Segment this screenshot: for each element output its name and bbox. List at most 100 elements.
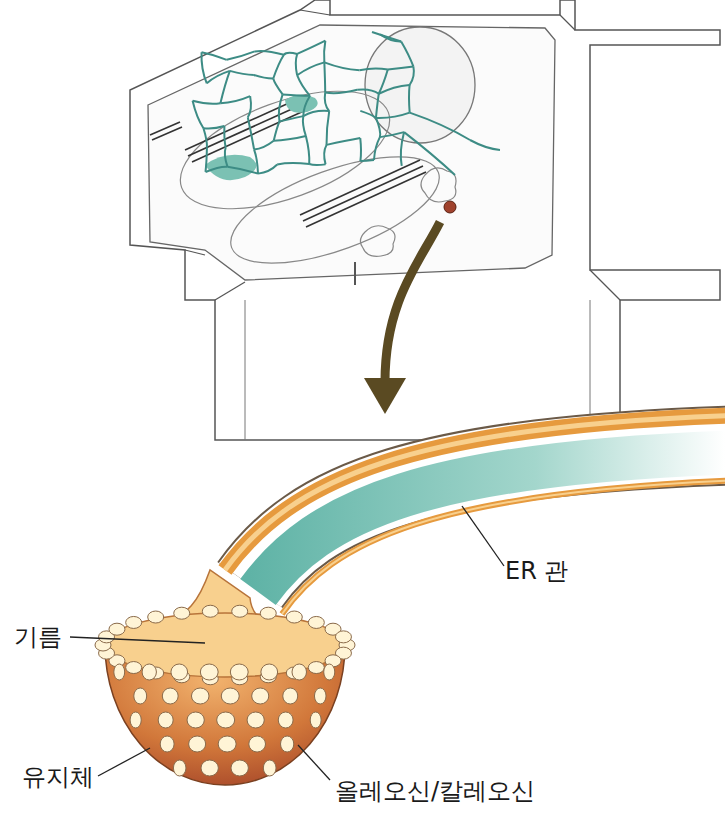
- er-strand: [410, 113, 470, 140]
- er-strand: [360, 160, 374, 161]
- er-strand: [376, 94, 379, 118]
- er-strand: [303, 111, 329, 116]
- protein: [201, 760, 218, 776]
- er-strand: [279, 116, 303, 121]
- protein: [173, 760, 186, 776]
- protein: [252, 688, 269, 704]
- art-line: [300, 160, 420, 215]
- protein: [231, 760, 248, 776]
- er-strand: [283, 94, 310, 95]
- er-lumen: [258, 452, 725, 592]
- er-strand: [360, 111, 376, 118]
- er-strand: [410, 66, 414, 85]
- er-strand: [408, 85, 411, 113]
- er-strand: [205, 147, 206, 171]
- er-strand: [376, 113, 410, 118]
- er-strand: [227, 51, 255, 59]
- protein: [218, 736, 236, 752]
- protein: [263, 760, 276, 776]
- leader-line: [298, 745, 330, 780]
- cell-membrane: [148, 25, 555, 280]
- er-strand: [324, 41, 325, 63]
- er-strand: [193, 101, 221, 104]
- er-strand: [376, 118, 380, 137]
- wall-edge: [245, 300, 246, 440]
- zoom-arrow: [385, 222, 440, 382]
- er-strand: [297, 75, 310, 96]
- protein: [249, 736, 266, 752]
- er-strand: [228, 167, 258, 174]
- er-strand: [203, 128, 206, 147]
- er-strand: [401, 132, 404, 166]
- protein: [191, 688, 209, 704]
- er-strand: [254, 75, 273, 79]
- er-network: [193, 32, 500, 175]
- proteins: [95, 605, 355, 776]
- er-membrane-inner: [282, 480, 725, 614]
- wall-edge: [590, 270, 620, 300]
- art-line: [188, 104, 303, 156]
- leader-line: [462, 506, 504, 566]
- er-strand: [374, 137, 380, 160]
- er-strand: [296, 54, 297, 75]
- er-strand: [309, 163, 325, 166]
- er-strand: [297, 41, 325, 54]
- protein: [283, 688, 298, 704]
- er-strand: [284, 53, 297, 55]
- er-strand: [205, 167, 227, 172]
- er-strand: [258, 164, 277, 173]
- wall-edge: [300, 10, 330, 15]
- protein: [247, 712, 264, 728]
- er-strand: [323, 62, 326, 92]
- er-strand: [225, 148, 228, 167]
- er-strand: [401, 41, 413, 66]
- er-strand: [277, 163, 309, 164]
- protein: [292, 664, 306, 680]
- nucleus: [365, 27, 475, 143]
- er-strand: [201, 52, 206, 83]
- protein: [281, 736, 294, 752]
- plasmodesma: [354, 262, 356, 285]
- protein: [335, 631, 351, 643]
- protein: [261, 664, 278, 680]
- protein: [158, 712, 173, 728]
- er-strand: [325, 90, 357, 93]
- wall-edge: [560, 15, 575, 30]
- art-line: [303, 166, 423, 221]
- er-strand: [327, 111, 330, 145]
- er-strand: [202, 52, 227, 60]
- er-strand: [324, 62, 359, 70]
- er-strand: [273, 55, 284, 79]
- protein: [109, 623, 125, 635]
- protein: [142, 664, 156, 680]
- protein: [310, 712, 321, 728]
- er-strand: [273, 78, 282, 94]
- protein: [114, 664, 125, 680]
- art-line: [185, 98, 300, 150]
- er-strand: [372, 32, 401, 41]
- er-strand: [325, 92, 329, 111]
- arrow-head: [364, 378, 406, 414]
- er-strand: [274, 121, 280, 140]
- organelle: [421, 168, 456, 202]
- er-strand: [224, 126, 225, 147]
- art-line: [152, 127, 182, 140]
- er-membrane: [282, 480, 725, 614]
- protein: [126, 616, 142, 628]
- er-strand: [404, 132, 455, 175]
- protein: [160, 736, 174, 752]
- er-membrane-inner: [225, 415, 725, 570]
- leader-line: [70, 637, 205, 643]
- er-strand: [380, 132, 404, 137]
- art-line: [150, 122, 180, 135]
- protein: [171, 664, 188, 680]
- er-strand: [254, 150, 258, 174]
- part-label: 유지체: [22, 762, 94, 792]
- er-strand: [203, 126, 224, 128]
- protein: [134, 688, 147, 704]
- protein: [148, 611, 164, 623]
- er-strand: [254, 141, 274, 150]
- er-strand: [388, 66, 414, 69]
